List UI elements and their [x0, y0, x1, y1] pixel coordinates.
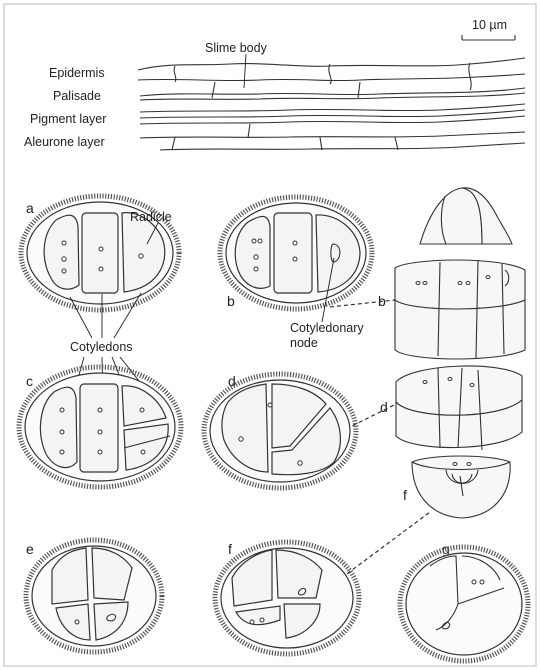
block-3d-d: d: [340, 366, 522, 450]
scale-label: 10 µm: [472, 18, 507, 32]
panel-e-section: e: [26, 540, 162, 652]
label-palisade: Palisade: [53, 89, 101, 103]
panel-label-a: a: [26, 200, 34, 216]
label-epidermis: Epidermis: [49, 66, 105, 80]
seed-coat-section: Slime body Epidermis Palisade Pigment la…: [24, 41, 525, 150]
panel-label-d-3d: d: [380, 399, 388, 415]
label-aleurone-layer: Aleurone layer: [24, 135, 105, 149]
block-3d-top: [420, 188, 512, 244]
panel-g-section: g: [400, 541, 528, 661]
label-slime-body: Slime body: [205, 41, 268, 55]
panel-b-section: b Cotyledonary node: [220, 197, 372, 350]
label-cotyledons: Cotyledons: [70, 340, 133, 354]
label-radicle: Radicle: [130, 210, 172, 224]
panel-label-f-3d: f: [403, 487, 407, 503]
label-cotyledonary: Cotyledonary: [290, 321, 364, 335]
panel-label-b: b: [227, 293, 235, 309]
panel-f-section: f: [215, 541, 359, 654]
label-node: node: [290, 336, 318, 350]
panel-label-e: e: [26, 541, 34, 557]
label-pigment-layer: Pigment layer: [30, 112, 106, 126]
panel-label-c: c: [26, 373, 33, 389]
scale-bar: 10 µm: [462, 18, 515, 40]
panel-c-section: Cotyledons c: [19, 293, 181, 487]
panel-label-f: f: [228, 541, 232, 557]
panel-a-section: a Radicle: [21, 196, 179, 310]
panel-d-section: d: [204, 373, 356, 488]
